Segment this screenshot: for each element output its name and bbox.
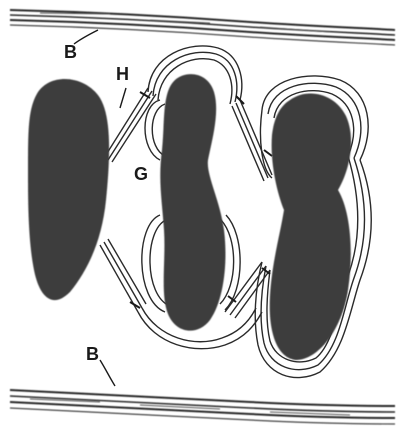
cells <box>28 74 351 360</box>
cell-right <box>270 93 351 360</box>
label-h: H <box>116 64 129 84</box>
cell-left <box>28 79 109 300</box>
cell-middle <box>160 74 225 331</box>
label-top-b: B <box>64 42 77 62</box>
top-fiber-band <box>10 10 395 45</box>
label-g: G <box>134 164 148 184</box>
label-bottom-b: B <box>86 344 99 364</box>
bottom-fiber-band <box>10 390 395 424</box>
